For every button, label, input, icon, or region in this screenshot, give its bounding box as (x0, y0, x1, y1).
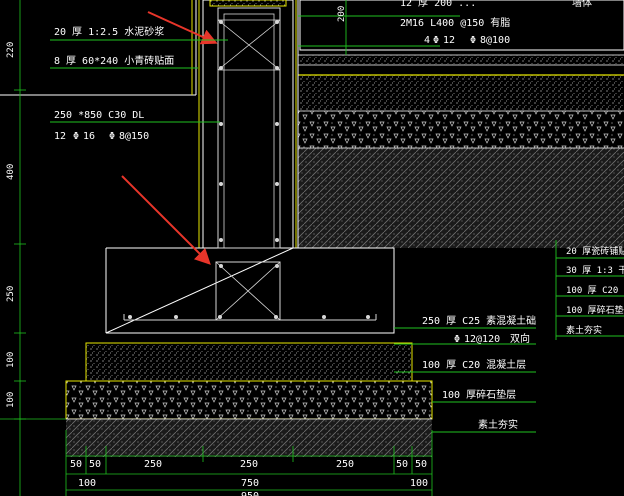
bdim-11: 950 (241, 491, 259, 496)
svg-text:12@120: 12@120 (464, 334, 500, 345)
label-right-2: 30 厚 1:3 干 (566, 265, 624, 276)
dimension-lines (0, 0, 433, 496)
label-right-top: 墙体 (572, 0, 592, 9)
bdim-7: 50 (415, 459, 427, 470)
bdim-8: 100 (78, 478, 96, 489)
label-footing-4: 100 厚碎石垫层 (442, 388, 516, 401)
rebar-symbol-b: Φ (109, 131, 115, 142)
footing (65, 247, 433, 457)
svg-text:12: 12 (443, 35, 455, 46)
svg-text:16: 16 (83, 131, 95, 142)
svg-text:双向: 双向 (510, 332, 530, 345)
label-footing-5: 素土夯实 (478, 418, 518, 431)
rebar-symbol-d: Φ (470, 35, 476, 46)
leader-lines (50, 0, 624, 433)
label-beam-rebar: 12 Φ 16 Φ 8@150 (54, 131, 149, 142)
label-right-3: 100 厚 C20 (566, 285, 618, 296)
label-cut-line: 12 厚 200 ... (400, 0, 476, 9)
label-right-1: 20 厚瓷砖铺贴层 (566, 245, 624, 257)
rebar-symbol-a: Φ (73, 131, 79, 142)
bdim-10: 100 (410, 478, 428, 489)
label-beam: 250 *850 C30 DL (54, 110, 144, 121)
bdim-6: 50 (396, 459, 408, 470)
label-top-rebar: 4 Φ 12 Φ 8@100 (424, 35, 510, 46)
label-footing-1: 250 厚 C25 素混凝土础 (422, 314, 536, 327)
label-footing-2: Φ 12@120 双向 (454, 332, 530, 345)
label-footing-3: 100 厚 C20 混凝土层 (422, 358, 526, 371)
label-right-5: 素土夯实 (566, 324, 602, 336)
left-wall-finish (0, 0, 197, 96)
ground-layers-right (297, 0, 624, 248)
svg-text:8@100: 8@100 (480, 35, 510, 46)
rebar-symbol-c: Φ (433, 35, 439, 46)
column (198, 0, 297, 249)
top-dim-200: 200 (337, 6, 347, 22)
svg-text:8@150: 8@150 (119, 131, 149, 142)
bdim-2: 50 (89, 459, 101, 470)
vdim-100-b: 100 (6, 392, 16, 408)
label-tile: 8 厚 60*240 小青砖贴面 (54, 54, 174, 67)
label-anchor: 2M16 L400 @150 有脂 (400, 16, 510, 29)
svg-text:4: 4 (424, 35, 430, 46)
vdim-100-a: 100 (6, 352, 16, 368)
bdim-4: 250 (240, 459, 258, 470)
bdim-5: 250 (336, 459, 354, 470)
bdim-1: 50 (70, 459, 82, 470)
label-mortar: 20 厚 1:2.5 水泥砂浆 (54, 25, 164, 38)
bdim-9: 750 (241, 478, 259, 489)
rebar-symbol-e: Φ (454, 334, 460, 345)
bdim-3: 250 (144, 459, 162, 470)
label-right-4: 100 厚碎石垫层 (566, 304, 624, 316)
svg-text:12: 12 (54, 131, 66, 142)
vdim-250: 250 (6, 286, 16, 302)
callout-arrows (121, 11, 218, 265)
vdim-220: 220 (6, 42, 16, 58)
vdim-400: 400 (6, 164, 16, 180)
